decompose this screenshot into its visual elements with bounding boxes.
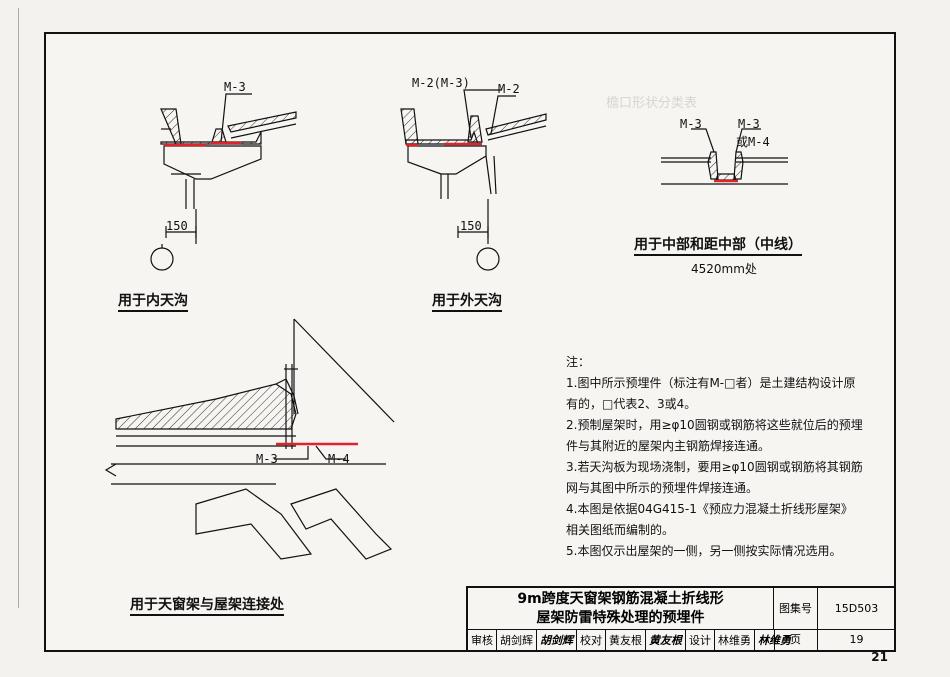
note-line: 有的，□代表2、3或4。 (566, 397, 697, 411)
check-signature: 黄友根 (646, 630, 686, 650)
detail-middle (661, 128, 788, 185)
note-line: 5.本图仅示出屋架的一侧，另一侧按实际情况选用。 (566, 544, 842, 558)
title-block: 9m跨度天窗架钢筋混凝土折线形 屋架防雷特殊处理的预埋件 图集号 15D503 … (466, 586, 894, 650)
atlas-value: 15D503 (818, 588, 894, 630)
label-m4-mid: 或M-4 (736, 135, 770, 149)
note-line: 相关图纸而编制的。 (566, 523, 675, 537)
page-label: 页 (774, 630, 818, 650)
review-label: 审核 (468, 630, 497, 650)
note-line: 4.本图是依据04G415-1《预应力混凝土折线形屋架》 (566, 502, 853, 516)
detail-outer-gutter (400, 89, 547, 271)
ghost-text: 檐口形状分类表 (606, 96, 698, 111)
caption-middle-sub: 4520mm处 (691, 262, 757, 276)
label-m2-outer-b: M-2 (498, 82, 520, 96)
review-name: 胡剑辉 (497, 630, 537, 650)
page-binding-edge (18, 8, 19, 608)
drawing-sheet: 檐口形状分类表 M-3 M-2(M-3) M-2 M-3 M-3 或M-4 15… (44, 32, 896, 652)
check-name: 黄友根 (606, 630, 646, 650)
caption-window: 用于天窗架与屋架连接处 (130, 594, 284, 616)
signature-row: 审核 胡剑辉 胡剑辉 校对 黄友根 黄友根 设计 林维勇 林维勇 (468, 630, 791, 650)
note-line: 3.若天沟板为现场浇制，要用≥φ10圆钢或钢筋将其钢筋 (566, 460, 863, 474)
label-dim-150-inner: 150 (166, 219, 188, 233)
notes: 注： 1.图中所示预埋件（标注有M-□者）是土建结构设计原 有的，□代表2、3或… (566, 352, 886, 562)
label-m3-inner: M-3 (224, 80, 246, 94)
design-label: 设计 (686, 630, 715, 650)
drawing-title: 9m跨度天窗架钢筋混凝土折线形 屋架防雷特殊处理的预埋件 (468, 588, 774, 630)
label-m3-mid-a: M-3 (680, 117, 702, 131)
drawing-title-line1: 9m跨度天窗架钢筋混凝土折线形 (517, 591, 724, 607)
page-value: 19 (818, 630, 894, 650)
review-signature: 胡剑辉 (537, 630, 577, 650)
label-m4-window: M-4 (328, 452, 350, 466)
notes-heading: 注： (566, 355, 591, 369)
drawing-canvas (104, 89, 788, 560)
caption-outer-gutter: 用于外天沟 (432, 290, 502, 312)
note-line: 网与其图中所示的预埋件焊接连通。 (566, 481, 759, 495)
design-signature: 林维勇 (758, 634, 791, 647)
atlas-label: 图集号 (774, 588, 818, 630)
label-m3-window: M-3 (256, 452, 278, 466)
detail-window-frame (104, 318, 395, 560)
book-page-number: 21 (871, 650, 888, 664)
caption-inner-gutter: 用于内天沟 (118, 290, 188, 312)
label-m3-mid-b: M-3 (738, 117, 760, 131)
note-line: 件与其附近的屋架内主钢筋焊接连通。 (566, 439, 771, 453)
detail-inner-gutter (150, 93, 297, 271)
design-name: 林维勇 (715, 630, 755, 650)
label-m2-outer: M-2(M-3) (412, 76, 470, 90)
note-line: 1.图中所示预埋件（标注有M-□者）是土建结构设计原 (566, 376, 856, 390)
check-label: 校对 (577, 630, 606, 650)
note-line: 2.预制屋架时，用≥φ10圆钢或钢筋将这些就位后的预埋 (566, 418, 863, 432)
drawing-title-line2: 屋架防雷特殊处理的预埋件 (536, 610, 705, 626)
caption-middle: 用于中部和距中部（中线） (634, 234, 802, 256)
label-dim-150-outer: 150 (460, 219, 482, 233)
